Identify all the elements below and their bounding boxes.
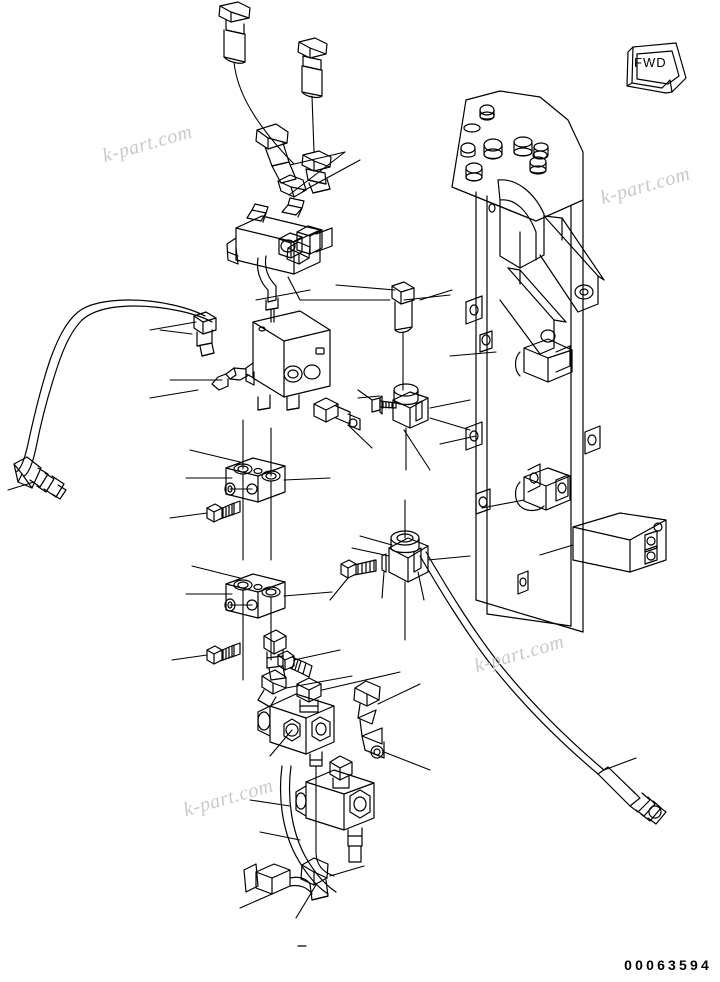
elbow-hose-lower-right xyxy=(353,680,385,759)
valve-block-upper xyxy=(226,197,333,323)
elbow-fitting-left-upper xyxy=(193,311,217,357)
bolt-center-clamp xyxy=(340,559,377,579)
fitting-right-upper xyxy=(391,281,415,391)
valve-housing-center xyxy=(211,310,331,411)
tube-clamp-upper xyxy=(225,419,286,561)
pin-center-clamp xyxy=(381,553,387,573)
drawing-number: 00063594 xyxy=(624,957,712,973)
clamp-block-upper-right xyxy=(392,383,429,471)
bolt-upper-clamp xyxy=(206,500,241,523)
valve-block-bottom xyxy=(295,755,375,863)
tube-clamp-lower xyxy=(225,573,286,681)
hose-assembly-lower-right xyxy=(419,551,667,825)
forward-direction-arrow-icon xyxy=(626,42,687,94)
pin-small-center xyxy=(379,395,383,415)
tube-lower-curved xyxy=(243,765,337,901)
clamp-block-center xyxy=(388,499,429,641)
valve-block-lower xyxy=(257,669,335,767)
hose-assembly-upper-right xyxy=(297,37,332,194)
bolt-lower-clamp xyxy=(206,642,241,665)
mounting-bracket-plate xyxy=(451,90,667,633)
hose-assembly-upper-left xyxy=(218,1,307,198)
fitting-inline-mid xyxy=(263,629,287,681)
leader-lines xyxy=(7,151,637,919)
bracket-bolt-holes xyxy=(460,104,549,182)
hose-assembly-left-long xyxy=(13,299,213,500)
inline-fitting-center xyxy=(313,397,361,431)
